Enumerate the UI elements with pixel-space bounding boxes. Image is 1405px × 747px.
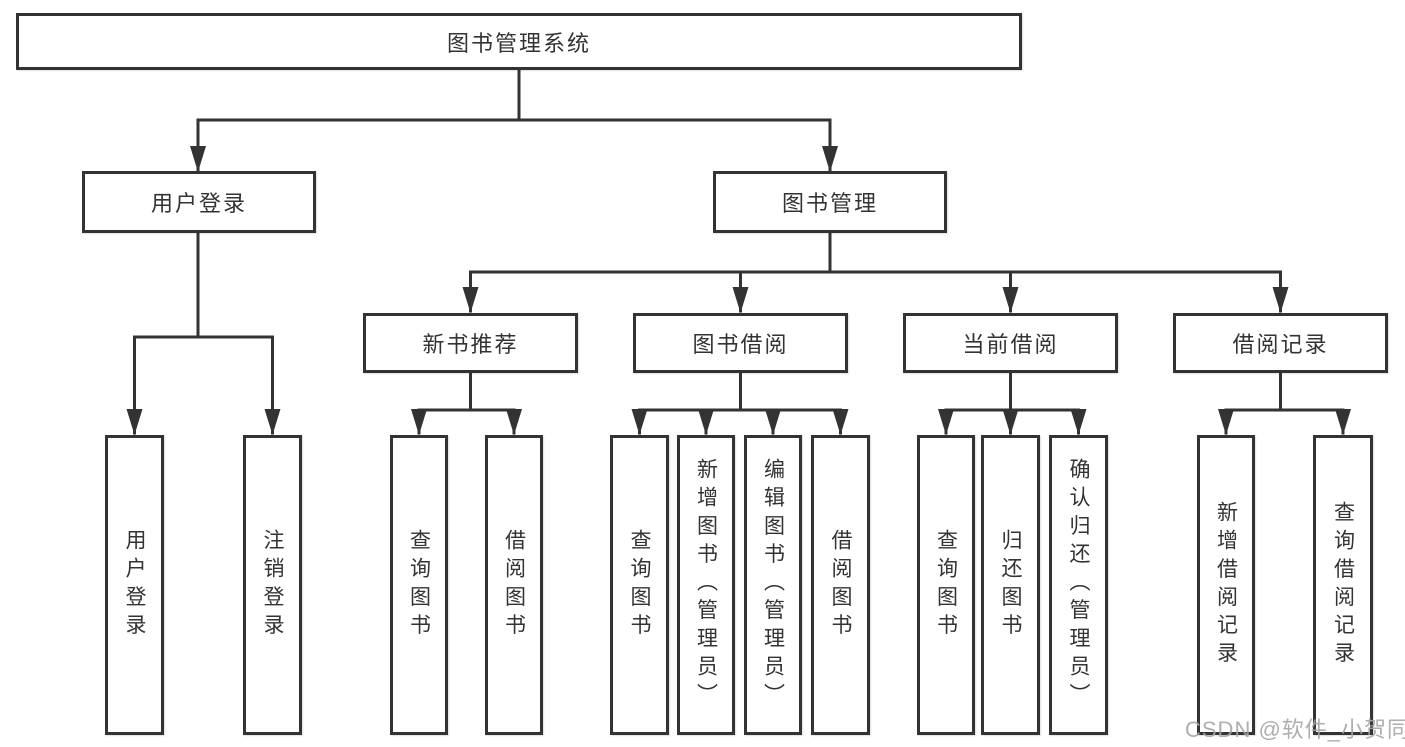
connector-book-management bbox=[469, 231, 1282, 313]
arrow-down-icon bbox=[765, 409, 781, 435]
node-label: 注销登录 bbox=[261, 528, 285, 642]
node-label: 借阅图书 bbox=[502, 528, 526, 642]
node-book-borrowing: 图书借阅 bbox=[633, 313, 848, 373]
node-label: 用户登录 bbox=[123, 528, 147, 642]
node-current-borrowing: 当前借阅 bbox=[903, 313, 1118, 373]
node-label: 新增图书（管理员） bbox=[694, 458, 718, 712]
connector-root bbox=[196, 68, 832, 172]
node-label: 查询图书 bbox=[407, 528, 431, 642]
node-label: 图书管理 bbox=[781, 191, 878, 216]
arrow-down-icon bbox=[938, 409, 954, 435]
leaf-return-books: 归还图书 bbox=[981, 435, 1040, 735]
connector-paths bbox=[133, 68, 1345, 435]
node-label: 新增借阅记录 bbox=[1214, 500, 1238, 670]
node-label: 归还图书 bbox=[999, 528, 1023, 642]
arrow-down-icon bbox=[1070, 409, 1087, 435]
arrow-down-icon bbox=[832, 409, 849, 435]
connector-book-borrow bbox=[638, 371, 842, 435]
leaf-add-borrow-record: 新增借阅记录 bbox=[1197, 435, 1255, 735]
leaf-query-books-borrowing: 查询图书 bbox=[610, 435, 669, 735]
csdn-watermark: CSDN @软件_小贺同学 bbox=[1185, 717, 1405, 742]
arrow-down-icon bbox=[1218, 409, 1234, 435]
connector-user-login bbox=[133, 231, 274, 435]
arrow-down-icon bbox=[506, 409, 522, 435]
node-book-management: 图书管理 bbox=[713, 171, 947, 233]
arrow-down-icon bbox=[126, 409, 143, 435]
node-label: 查询图书 bbox=[628, 528, 652, 642]
leaf-borrow-books-borrowing: 借阅图书 bbox=[811, 435, 870, 735]
arrow-down-icon bbox=[1002, 287, 1019, 313]
node-label: 图书借阅 bbox=[692, 332, 789, 357]
node-label: 新书推荐 bbox=[422, 332, 519, 357]
node-label: 查询图书 bbox=[934, 528, 958, 642]
node-label: 用户登录 bbox=[150, 191, 247, 216]
arrow-down-icon bbox=[822, 146, 838, 172]
arrow-down-icon bbox=[698, 409, 714, 435]
leaf-query-books-current: 查询图书 bbox=[917, 435, 975, 735]
node-label: 编辑图书（管理员） bbox=[761, 458, 785, 712]
leaf-user-login: 用户登录 bbox=[105, 435, 164, 735]
leaf-borrow-books-recommend: 借阅图书 bbox=[485, 435, 543, 735]
arrow-down-icon bbox=[1272, 287, 1289, 313]
arrow-down-icon bbox=[631, 409, 648, 435]
node-user-login: 用户登录 bbox=[82, 171, 316, 233]
node-label: 查询借阅记录 bbox=[1331, 500, 1355, 670]
node-label: 借阅记录 bbox=[1232, 332, 1329, 357]
leaf-add-book-admin: 新增图书（管理员） bbox=[677, 435, 735, 735]
leaf-query-books-recommend: 查询图书 bbox=[390, 435, 448, 735]
arrow-down-icon bbox=[732, 287, 749, 313]
leaf-logout: 注销登录 bbox=[243, 435, 302, 735]
leaf-query-borrow-record: 查询借阅记录 bbox=[1313, 435, 1373, 735]
arrow-down-icon bbox=[411, 409, 427, 435]
node-label: 当前借阅 bbox=[962, 332, 1059, 357]
leaf-edit-book-admin: 编辑图书（管理员） bbox=[744, 435, 802, 735]
connector-borrow-records bbox=[1224, 371, 1345, 435]
leaf-confirm-return-admin: 确认归还（管理员） bbox=[1049, 435, 1108, 735]
arrow-down-icon bbox=[1335, 409, 1351, 435]
node-label: 图书管理系统 bbox=[446, 30, 591, 56]
node-library-management-system: 图书管理系统 bbox=[16, 13, 1022, 70]
arrow-down-icon bbox=[264, 409, 281, 435]
arrow-down-icon bbox=[462, 287, 479, 313]
node-new-book-recommendation: 新书推荐 bbox=[363, 313, 578, 373]
node-borrowing-records: 借阅记录 bbox=[1173, 313, 1388, 373]
arrow-down-icon bbox=[1002, 409, 1019, 435]
node-label: 借阅图书 bbox=[829, 528, 853, 642]
connector-new-book bbox=[417, 371, 516, 435]
arrow-down-icon bbox=[190, 146, 206, 172]
node-label: 确认归还（管理员） bbox=[1067, 458, 1091, 712]
arrowheads bbox=[126, 146, 1351, 435]
